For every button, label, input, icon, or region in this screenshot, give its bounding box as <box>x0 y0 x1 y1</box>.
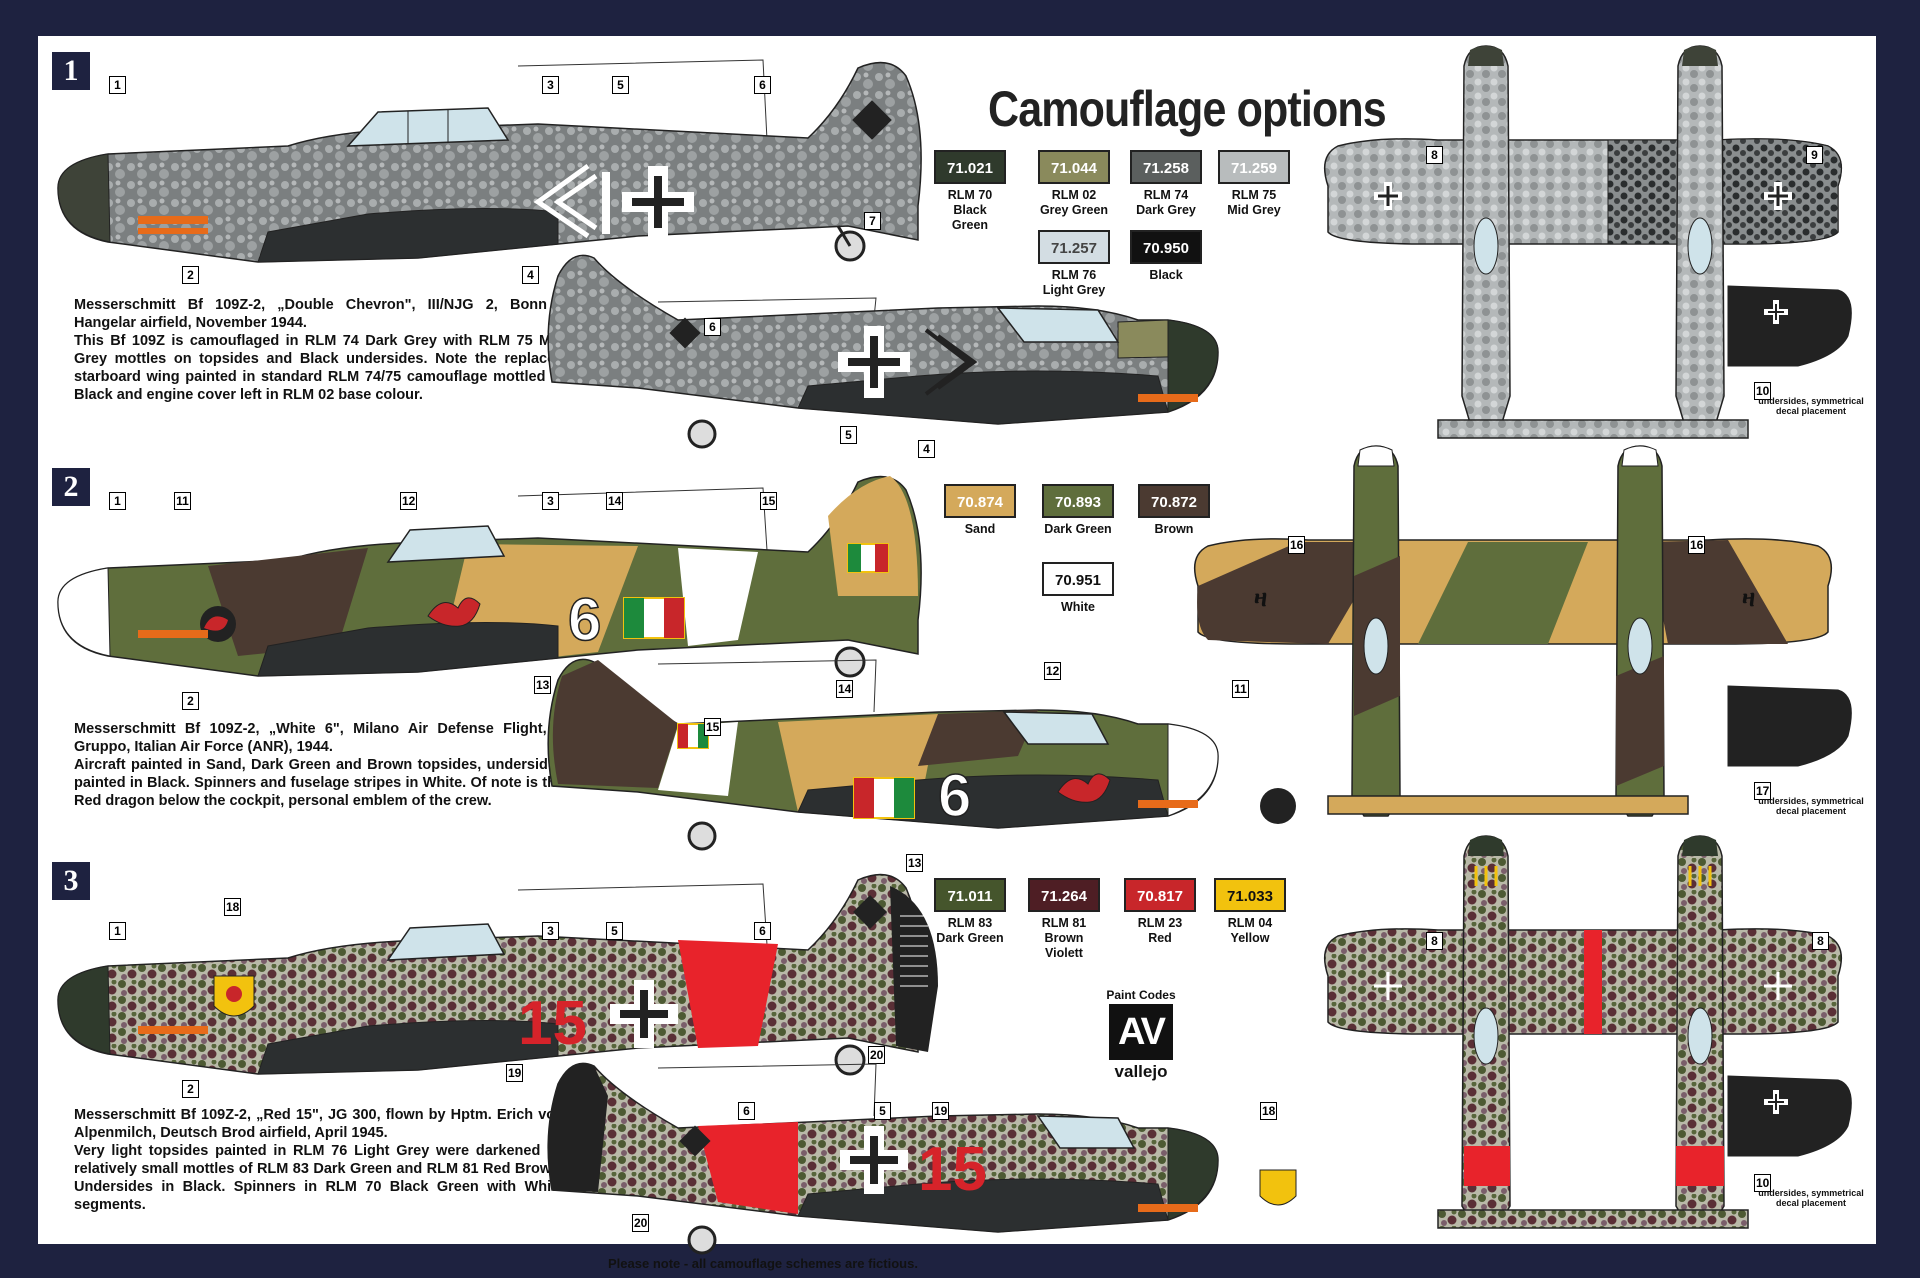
callout: 3 <box>542 922 559 940</box>
color-swatch: 71.033 RLM 04 Yellow <box>1214 878 1286 946</box>
callout: 11 <box>1232 680 1249 698</box>
callout: 14 <box>836 680 854 698</box>
callout: 12 <box>1044 662 1062 680</box>
option-1-description: Messerschmitt Bf 109Z-2, „Double Chevron… <box>74 297 564 403</box>
callout: 15 <box>760 492 778 510</box>
color-swatch: 70.874 Sand <box>944 484 1016 537</box>
callout: 1 <box>109 492 126 510</box>
option-number-3: 3 <box>52 862 90 900</box>
option-3-plan-view <box>1323 835 1852 1229</box>
callout: 20 <box>868 1046 886 1064</box>
color-swatch: 71.257 RLM 76 Light Grey <box>1038 230 1110 298</box>
option-1-plan-view <box>1323 45 1852 439</box>
color-swatch: 70.872 Brown <box>1138 484 1210 537</box>
option-1-profile-port <box>57 59 922 263</box>
option-2-profile-starboard: 6 <box>547 658 1296 851</box>
callout: 10 <box>1754 382 1772 400</box>
callout: 15 <box>704 718 722 736</box>
decal-sheet: Camouflage options 1 <box>38 36 1876 1271</box>
callout: 8 <box>1812 932 1829 950</box>
option-3-description: Messerschmitt Bf 109Z-2, „Red 15", JG 30… <box>74 1107 564 1213</box>
fuselage-code: 15 <box>918 1135 987 1204</box>
color-swatch: 71.044 RLM 02 Grey Green <box>1038 150 1110 218</box>
callout: 1 <box>109 922 126 940</box>
callout: 2 <box>182 692 199 710</box>
option-2-plan-view: ዛ ዛ <box>1193 445 1852 817</box>
fuselage-code: 6 <box>938 762 971 829</box>
color-swatch: 70.893 Dark Green <box>1042 484 1114 537</box>
option-number-1: 1 <box>52 52 90 90</box>
callout: 13 <box>534 676 552 694</box>
vallejo-logo: Paint Codes AV vallejo <box>1106 988 1176 1081</box>
callout: 6 <box>754 922 771 940</box>
callout: 6 <box>754 76 771 94</box>
callout: 10 <box>1754 1174 1772 1192</box>
callout: 16 <box>1288 536 1306 554</box>
option-number-2: 2 <box>52 468 90 506</box>
underside-note: undersides, symmetrical decal placement <box>1758 396 1864 416</box>
color-swatch: 71.011 RLM 83 Dark Green <box>934 878 1006 946</box>
option-3-profile-starboard: 15 <box>547 1062 1297 1255</box>
svg-text:ዛ: ዛ <box>1254 585 1267 612</box>
option-3-profile-port: 15 <box>57 873 938 1076</box>
fuselage-code: 6 <box>568 586 601 653</box>
fuselage-code: 15 <box>518 989 587 1058</box>
option-2-profile-port: 6 <box>57 475 922 678</box>
callout: 6 <box>704 318 721 336</box>
callout: 2 <box>182 266 199 284</box>
color-swatch: 71.259 RLM 75 Mid Grey <box>1218 150 1290 218</box>
callout: 8 <box>1426 932 1443 950</box>
callout: 17 <box>1754 782 1772 800</box>
callout: 8 <box>1426 146 1443 164</box>
callout: 13 <box>906 854 924 872</box>
color-swatch: 71.021 RLM 70 Black Green <box>934 150 1006 233</box>
option-2-description: Messerschmitt Bf 109Z-2, „White 6", Mila… <box>74 721 564 809</box>
callout: 18 <box>224 898 242 916</box>
color-swatch: 70.817 RLM 23 Red <box>1124 878 1196 946</box>
callout: 20 <box>632 1214 650 1232</box>
callout: 3 <box>542 76 559 94</box>
callout: 16 <box>1688 536 1706 554</box>
callout: 6 <box>738 1102 755 1120</box>
callout: 2 <box>182 1080 199 1098</box>
callout: 4 <box>918 440 935 458</box>
callout: 5 <box>606 922 623 940</box>
callout: 4 <box>522 266 539 284</box>
callout: 19 <box>932 1102 950 1120</box>
underside-note: undersides, symmetrical decal placement <box>1758 1188 1864 1208</box>
page-title: Camouflage options <box>988 81 1387 137</box>
color-swatch: 70.951 White <box>1042 562 1114 615</box>
option-1-profile-starboard <box>547 254 1219 449</box>
callout: 19 <box>506 1064 524 1082</box>
svg-text:ዛ: ዛ <box>1742 585 1755 612</box>
underside-note: undersides, symmetrical decal placement <box>1758 796 1864 816</box>
callout: 9 <box>1806 146 1823 164</box>
callout: 1 <box>109 76 126 94</box>
callout: 5 <box>874 1102 891 1120</box>
callout: 11 <box>174 492 191 510</box>
color-swatch: 70.950 Black <box>1130 230 1202 283</box>
color-swatch: 71.264 RLM 81 Brown Violett <box>1028 878 1100 961</box>
color-swatch: 71.258 RLM 74 Dark Grey <box>1130 150 1202 218</box>
callout: 7 <box>864 212 881 230</box>
callout: 12 <box>400 492 418 510</box>
callout: 18 <box>1260 1102 1278 1120</box>
callout: 5 <box>840 426 857 444</box>
callout: 5 <box>612 76 629 94</box>
footnote: Please note - all camouflage schemes are… <box>608 1256 918 1271</box>
callout: 14 <box>606 492 624 510</box>
callout: 3 <box>542 492 559 510</box>
